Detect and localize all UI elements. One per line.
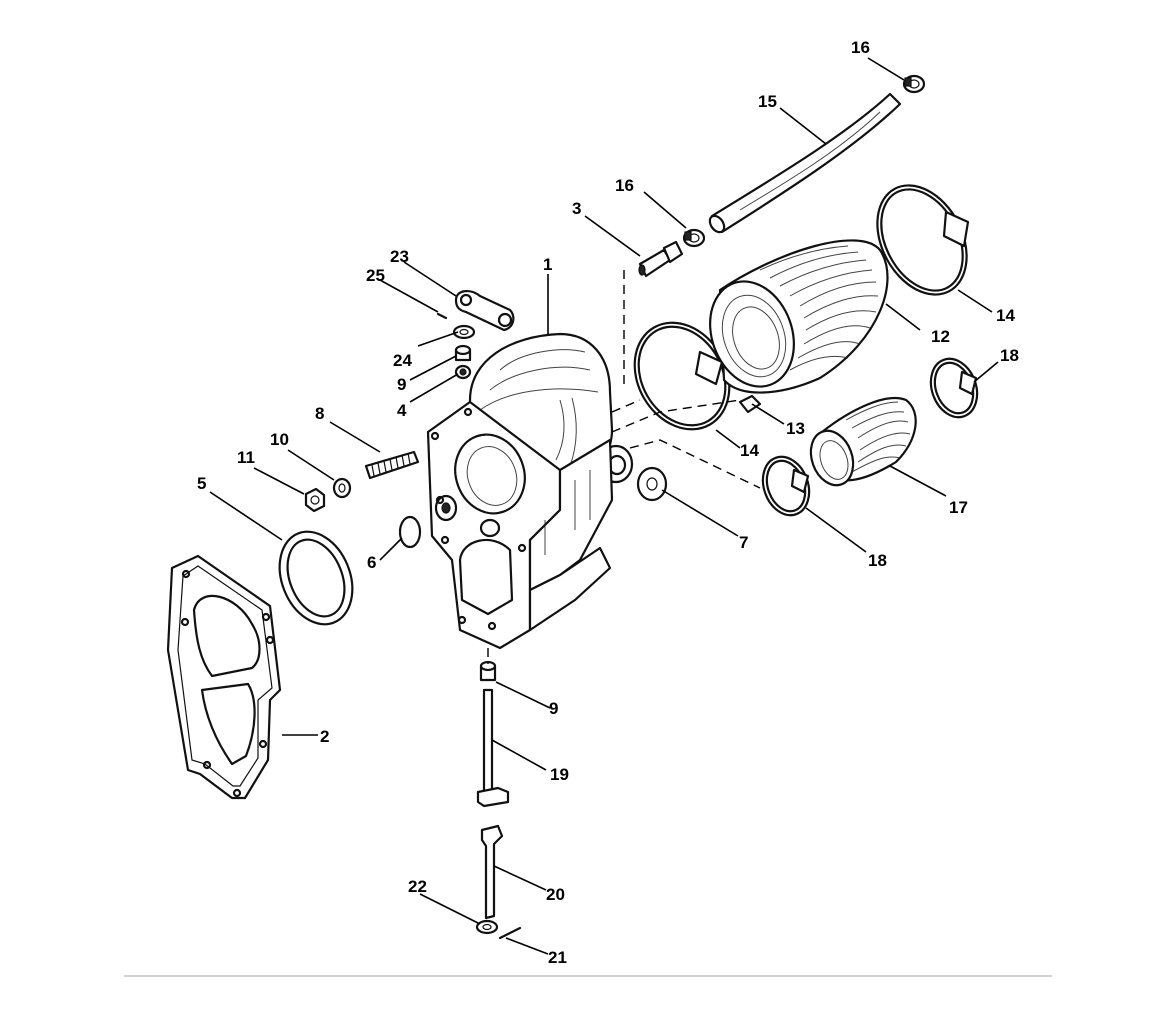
seal-ring-part-5 xyxy=(278,530,354,626)
washer-part-7 xyxy=(636,466,668,502)
shift-shaft-part-19 xyxy=(476,688,510,808)
bushing-part-9-upper xyxy=(454,344,472,362)
stud-part-8 xyxy=(364,450,420,480)
callout-14-lower: 14 xyxy=(740,441,759,460)
lever-part-23 xyxy=(454,290,515,332)
callout-16-lower: 16 xyxy=(615,176,634,195)
callout-3: 3 xyxy=(572,199,581,218)
callout-7: 7 xyxy=(739,533,748,552)
hose-part-15 xyxy=(708,92,902,234)
callout-10: 10 xyxy=(270,430,289,449)
clip-part-13 xyxy=(738,394,762,414)
callout-13: 13 xyxy=(786,419,805,438)
callout-16-upper: 16 xyxy=(851,38,870,57)
callout-21: 21 xyxy=(548,948,567,967)
clamp-part-14-left xyxy=(633,321,731,431)
hose-clamp-part-16-upper xyxy=(902,74,926,94)
pin-part-25 xyxy=(436,312,448,320)
callout-25: 25 xyxy=(366,266,385,285)
clamp-part-14-right xyxy=(876,184,970,296)
callout-18-lower: 18 xyxy=(868,551,887,570)
callout-9-upper: 9 xyxy=(397,375,406,394)
callout-22: 22 xyxy=(408,877,427,896)
washer-part-24 xyxy=(452,324,476,340)
callout-15: 15 xyxy=(758,92,777,111)
pin-part-21 xyxy=(498,926,522,940)
nut-part-11 xyxy=(304,487,326,513)
callout-2: 2 xyxy=(320,727,329,746)
callout-5: 5 xyxy=(197,474,206,493)
hose-clamp-part-16-lower xyxy=(682,228,706,248)
callout-6: 6 xyxy=(367,553,376,572)
alignment-lines xyxy=(487,270,761,664)
leader-lines xyxy=(209,57,999,955)
shift-shaft-part-20 xyxy=(480,824,504,920)
callout-20: 20 xyxy=(546,885,565,904)
callout-24: 24 xyxy=(393,351,412,370)
washer-part-10 xyxy=(332,477,352,499)
small-bellows-part-17 xyxy=(809,397,917,487)
callout-1: 1 xyxy=(543,255,552,274)
clamp-part-18-left xyxy=(761,455,811,517)
clamp-part-18-right xyxy=(929,357,979,419)
callout-11: 11 xyxy=(237,448,255,467)
bushing-part-9-lower xyxy=(479,660,497,682)
callout-12: 12 xyxy=(931,327,950,346)
grommet-part-4 xyxy=(454,364,472,380)
fitting-part-3 xyxy=(638,240,684,278)
gasket-part-2 xyxy=(166,554,282,800)
callout-19: 19 xyxy=(550,765,569,784)
callout-23: 23 xyxy=(390,247,409,266)
callout-labels: 1 2 3 4 5 6 7 8 9 9 10 11 12 13 14 14 15… xyxy=(197,38,1019,967)
callout-9-lower: 9 xyxy=(549,699,558,718)
o-ring-part-6 xyxy=(398,515,422,549)
callout-14-upper: 14 xyxy=(996,306,1015,325)
callout-8: 8 xyxy=(315,404,324,423)
callout-4: 4 xyxy=(397,401,407,420)
callout-18-upper: 18 xyxy=(1000,346,1019,365)
washer-part-22 xyxy=(475,919,499,935)
bellows-part-12 xyxy=(709,239,889,394)
bell-housing-part-1 xyxy=(426,332,634,650)
callout-17: 17 xyxy=(949,498,968,517)
